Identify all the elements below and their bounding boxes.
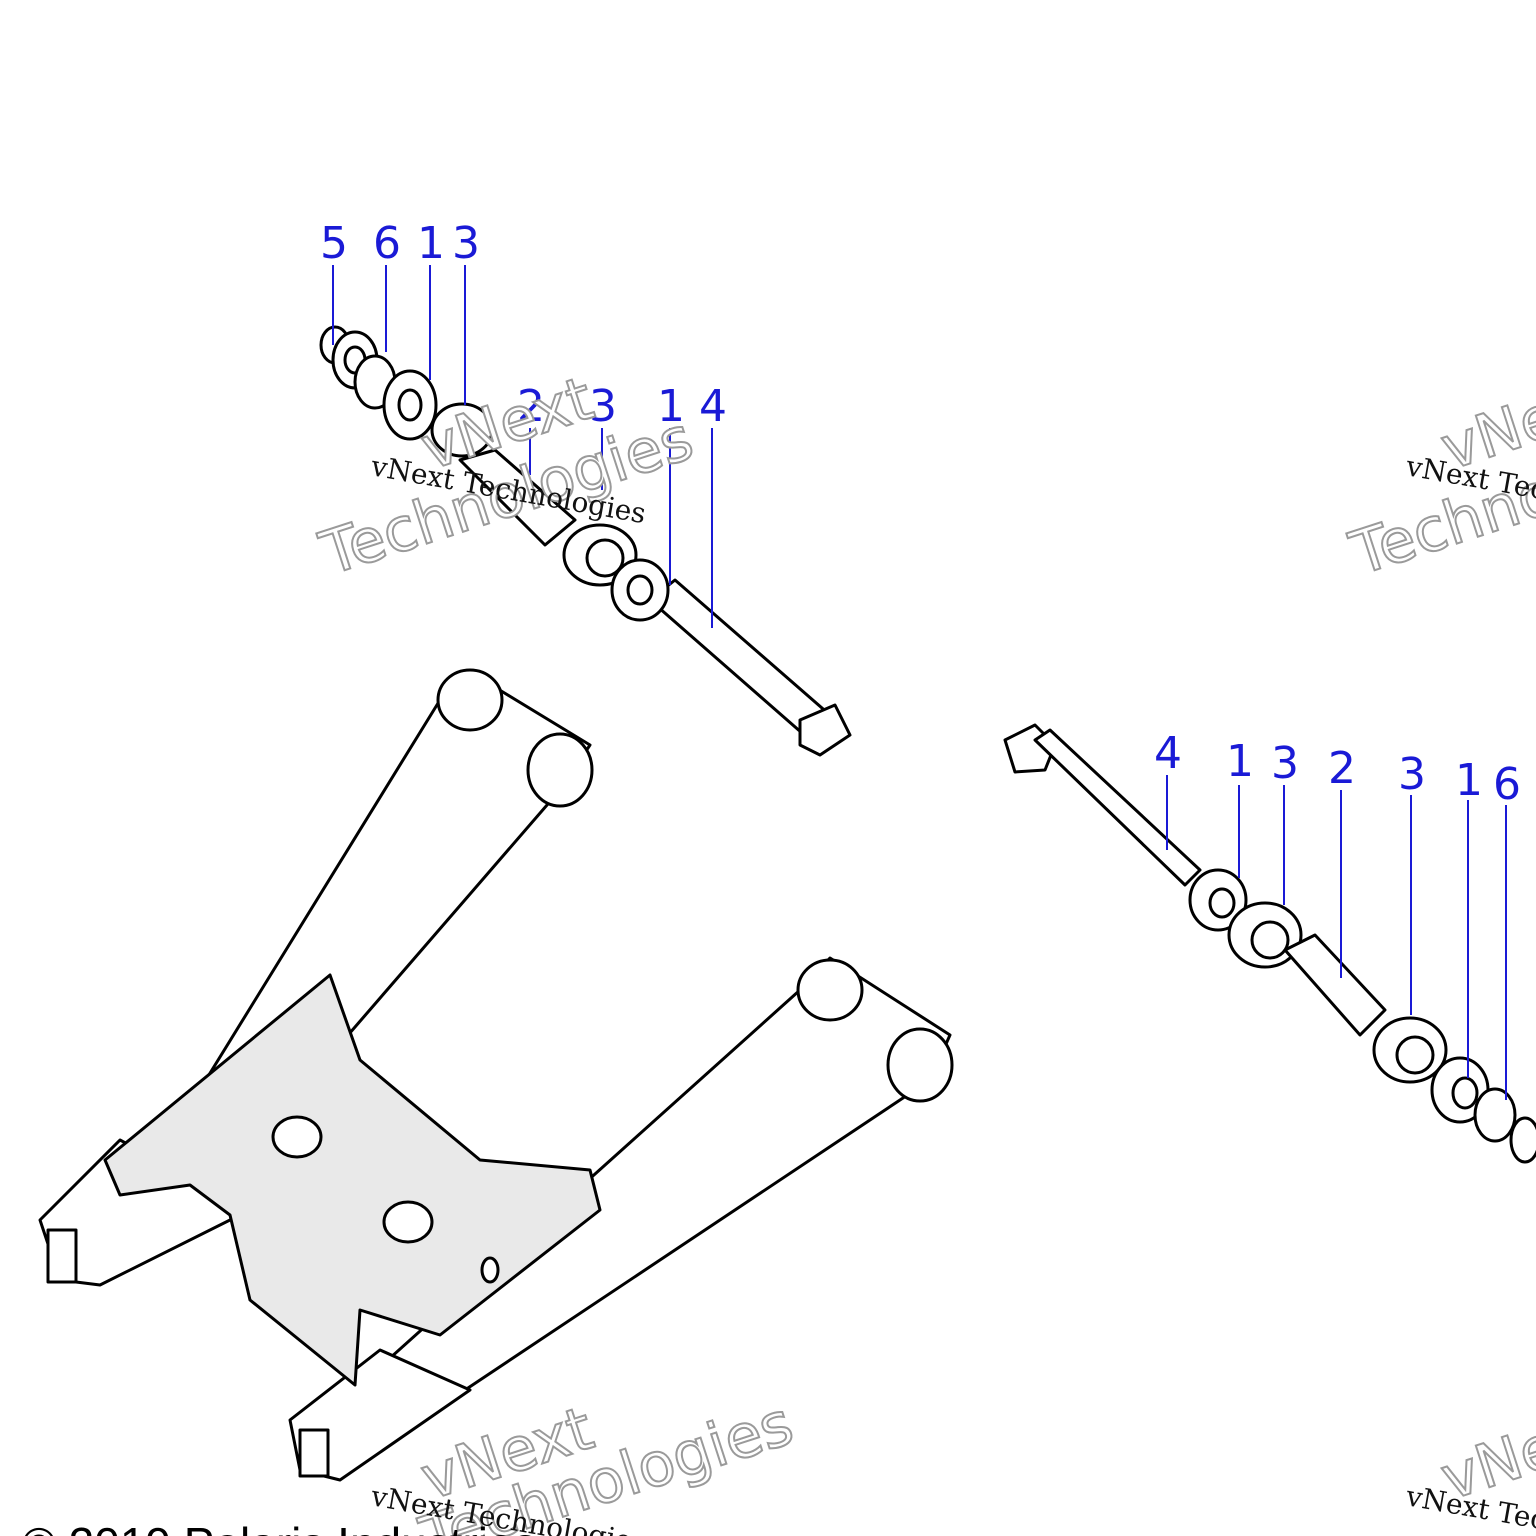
watermark-right: vNext Technologies vNext Technologies <box>1341 363 1536 591</box>
watermark-bottom-right: vNext vNext Technologies <box>1403 1393 1536 1536</box>
leader-lines <box>332 265 1507 1100</box>
callouts-lower: 4 1 3 2 3 1 6 <box>1154 728 1521 810</box>
callout-lower-1: 1 <box>1226 736 1254 787</box>
upper-hardware-stack <box>319 325 852 757</box>
callout-upper-5: 3 <box>589 381 617 432</box>
callout-upper-3: 3 <box>452 218 480 269</box>
lower-hardware-stack <box>1003 723 1536 1164</box>
callout-upper-2: 1 <box>417 218 445 269</box>
callout-lower-0: 4 <box>1154 728 1182 779</box>
callout-lower-6: 6 <box>1493 759 1521 810</box>
callout-upper-4: 2 <box>517 381 545 432</box>
callout-upper-1: 6 <box>373 218 401 269</box>
callouts-upper: 5 6 1 3 2 3 1 4 <box>320 218 727 432</box>
callout-upper-6: 1 <box>657 381 685 432</box>
callout-upper-0: 5 <box>320 218 348 269</box>
callout-lower-4: 3 <box>1398 749 1426 800</box>
callout-lower-2: 3 <box>1271 738 1299 789</box>
copyright-text: © 2019 Polaris Industries <box>22 1518 537 1536</box>
a-arm-part <box>38 668 954 1482</box>
callout-upper-7: 4 <box>699 381 727 432</box>
callout-lower-3: 2 <box>1328 743 1356 794</box>
callout-lower-5: 1 <box>1455 755 1483 806</box>
